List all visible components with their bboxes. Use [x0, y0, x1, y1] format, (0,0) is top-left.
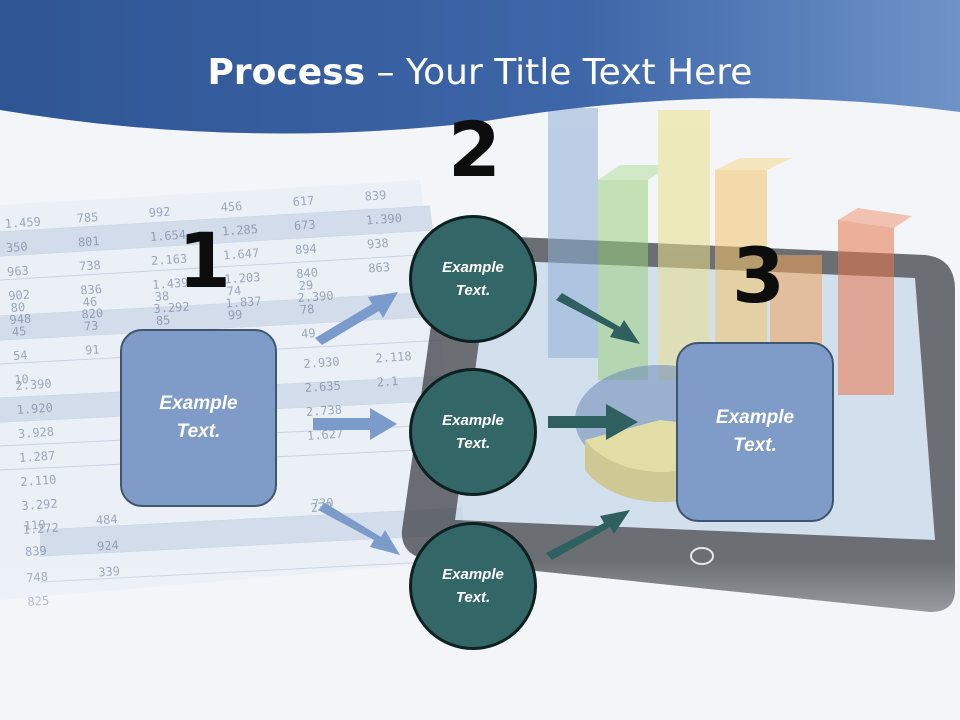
- spreadsheet-cell: 839: [25, 544, 48, 559]
- spreadsheet-cell: 836: [80, 282, 103, 297]
- spreadsheet-cell: 820: [81, 306, 104, 321]
- spreadsheet-cell: 38: [154, 289, 169, 304]
- step-1-box-text: Example Text.: [159, 392, 238, 443]
- step-2-circle-middle[interactable]: Example Text.: [409, 368, 537, 496]
- circle-middle-text: Example Text.: [442, 411, 504, 452]
- spreadsheet-cell: 54: [13, 348, 28, 363]
- spreadsheet-cell: 938: [367, 236, 390, 251]
- arrow-from-middle-circle: [548, 404, 638, 440]
- spreadsheet-cell: 894: [295, 242, 318, 257]
- spreadsheet-cell: 1.439: [152, 276, 189, 292]
- spreadsheet-cell: 99: [227, 308, 242, 323]
- spreadsheet-cell: 924: [97, 538, 120, 553]
- spreadsheet-cell: 738: [79, 258, 102, 273]
- spreadsheet-cell: 2.930: [303, 355, 340, 371]
- spreadsheet-cell: 1.627: [307, 427, 344, 443]
- spreadsheet-cell: 2.635: [304, 379, 341, 395]
- step-1-box[interactable]: Example Text.: [120, 329, 277, 507]
- spreadsheet-cell: 1.837: [225, 294, 262, 310]
- spreadsheet-cell: 2.390: [15, 377, 52, 393]
- step-number-2: 2: [448, 105, 501, 194]
- spreadsheet-cell: 840: [296, 266, 319, 281]
- spreadsheet-cell: 948: [9, 312, 32, 327]
- spreadsheet-cell: 863: [368, 260, 391, 275]
- spreadsheet-cell: 3.928: [17, 425, 54, 441]
- arrow-to-middle-circle: [313, 408, 397, 440]
- spreadsheet-cell: 2.110: [20, 473, 57, 489]
- spreadsheet-cell: 73: [83, 319, 98, 334]
- spreadsheet-cell: 10: [14, 372, 29, 387]
- circle-bottom-text: Example Text.: [442, 565, 504, 606]
- spreadsheet-cell: 3.292: [21, 497, 58, 513]
- spreadsheet-cell: 673: [293, 218, 316, 233]
- spreadsheet-cell: 1.654: [149, 228, 186, 244]
- step-2-circle-top[interactable]: Example Text.: [409, 215, 537, 343]
- spreadsheet-cell: 78: [299, 302, 314, 317]
- step-3-box-text: Example Text.: [715, 406, 795, 457]
- spreadsheet-cell: 617: [292, 194, 315, 209]
- title-rest-part: – Your Title Text Here: [365, 52, 753, 93]
- spreadsheet-cell: 74: [226, 284, 241, 299]
- spreadsheet-cell: 2.163: [151, 252, 188, 268]
- spreadsheet-cell: 1.287: [19, 449, 56, 465]
- spreadsheet-cell: 91: [85, 343, 100, 358]
- step-2-circle-bottom[interactable]: Example Text.: [409, 522, 537, 650]
- spreadsheet-cell: 1.203: [224, 270, 261, 286]
- title-banner: [0, 0, 960, 134]
- circle-top-text: Example Text.: [442, 258, 504, 299]
- step-number-1: 1: [178, 216, 231, 305]
- spreadsheet-cell: 992: [148, 205, 171, 220]
- spreadsheet-cell: 785: [76, 210, 99, 225]
- spreadsheet-cell: 2.390: [297, 289, 334, 305]
- spreadsheet-cell: 85: [155, 313, 170, 328]
- spreadsheet-cell: 2.118: [375, 349, 412, 365]
- spreadsheet-cell: 3.292: [153, 300, 190, 316]
- spreadsheet-cell: 80: [10, 300, 25, 315]
- spreadsheet-cell: 350: [5, 240, 28, 255]
- spreadsheet-cell: 1.647: [223, 246, 260, 262]
- spreadsheet-cell: 1.285: [221, 222, 258, 238]
- spreadsheet-cell: 801: [77, 234, 100, 249]
- arrow-from-bottom-circle: [546, 510, 630, 560]
- spreadsheet-cell: 2.738: [305, 403, 342, 419]
- page-title: Process – Your Title Text Here: [0, 52, 960, 93]
- title-bold-part: Process: [207, 52, 366, 93]
- spreadsheet-cell: 1.390: [365, 211, 402, 227]
- spreadsheet-cell: 1.272: [22, 521, 59, 537]
- step-3-box[interactable]: Example Text.: [676, 342, 834, 522]
- arrow-to-bottom-circle: [318, 503, 400, 555]
- spreadsheet-cell: 45: [11, 324, 26, 339]
- spreadsheet-cell: 46: [82, 295, 97, 310]
- spreadsheet-cell: 2.1: [376, 374, 399, 389]
- spreadsheet-cell: 456: [220, 199, 243, 214]
- spreadsheet-cell: 902: [8, 288, 31, 303]
- arrow-from-top-circle: [556, 293, 640, 344]
- step-number-3: 3: [732, 231, 785, 320]
- spreadsheet-cell: 110: [23, 518, 46, 533]
- spreadsheet-cell: 963: [7, 264, 30, 279]
- spreadsheet-cell: 839: [364, 188, 387, 203]
- arrow-to-top-circle: [315, 292, 398, 345]
- spreadsheet-cell: 29: [298, 278, 313, 293]
- spreadsheet-cell: 484: [95, 512, 118, 527]
- spreadsheet-cell: 1.459: [4, 215, 41, 231]
- spreadsheet-cell: 1.920: [16, 401, 53, 417]
- spreadsheet-cell: 49: [301, 326, 316, 341]
